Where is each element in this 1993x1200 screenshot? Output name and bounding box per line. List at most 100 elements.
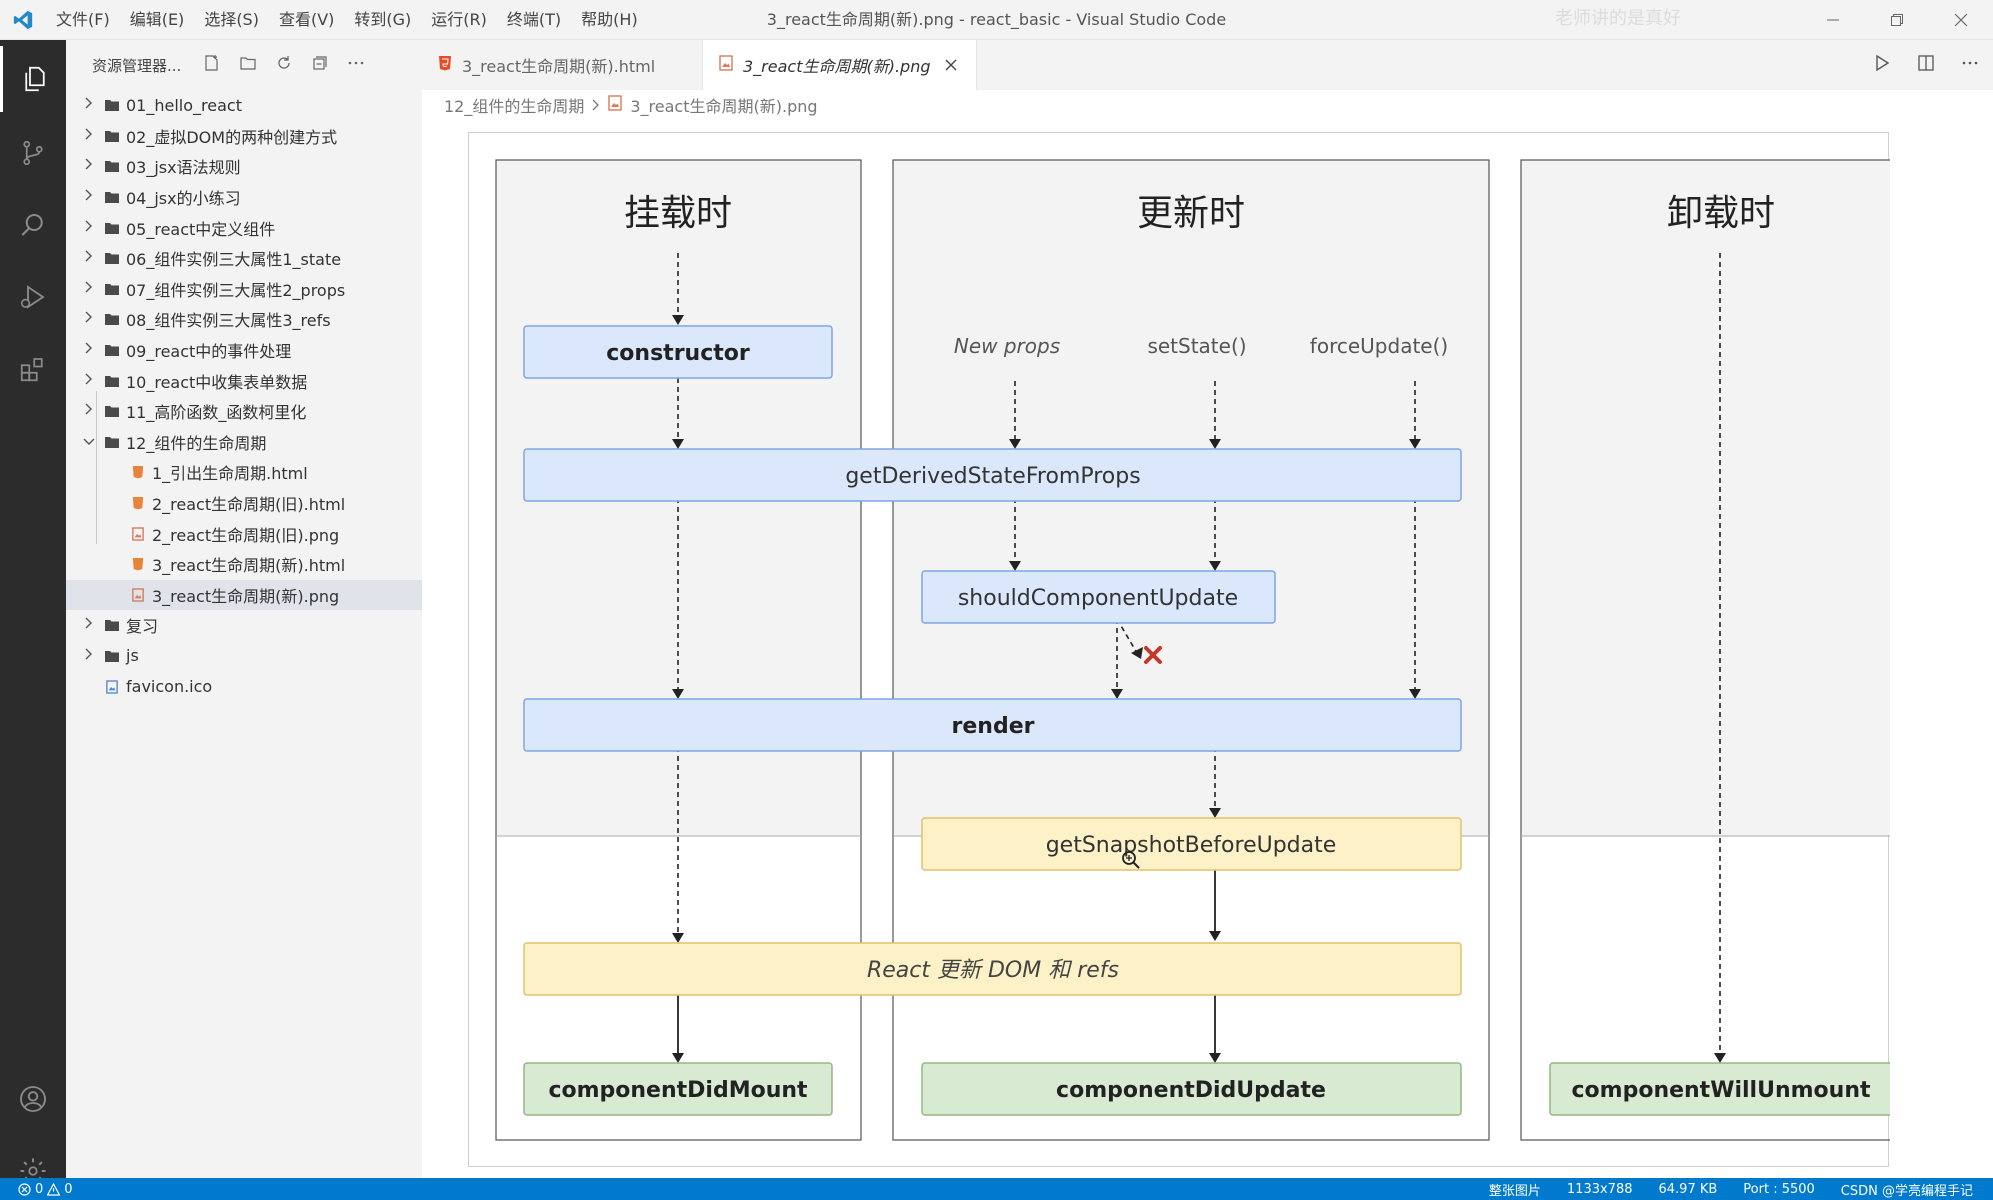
account-icon bbox=[20, 1086, 46, 1112]
image-size-status: 64.97 KB bbox=[1658, 1181, 1718, 1197]
unmount-column bbox=[1520, 159, 1890, 1141]
folder-icon bbox=[98, 618, 126, 632]
tree-folder[interactable]: 11_高阶函数_函数柯里化 bbox=[66, 396, 422, 427]
run-button[interactable] bbox=[1873, 54, 1891, 77]
search-activity-button[interactable] bbox=[0, 192, 66, 258]
tab-close-button[interactable] bbox=[945, 56, 957, 75]
node-scu-label: shouldComponentUpdate bbox=[958, 586, 1238, 611]
collapse-all-button[interactable] bbox=[311, 54, 329, 77]
ellipsis-icon bbox=[349, 61, 364, 64]
html-file-icon bbox=[124, 557, 152, 571]
accounts-activity-button[interactable] bbox=[0, 1066, 66, 1132]
tree-item-label: 11_高阶函数_函数柯里化 bbox=[126, 403, 307, 423]
activity-bar bbox=[0, 40, 66, 1184]
tree-folder[interactable]: 10_react中收集表单数据 bbox=[66, 365, 422, 396]
node-did-mount-label: componentDidMount bbox=[548, 1078, 808, 1103]
tab-png-file[interactable]: 3_react生命周期(新).png bbox=[703, 40, 977, 90]
node-component-did-update: componentDidUpdate bbox=[921, 1062, 1462, 1116]
tree-folder[interactable]: 06_组件实例三大属性1_state bbox=[66, 243, 422, 274]
close-window-button[interactable] bbox=[1929, 0, 1993, 40]
menu-selection[interactable]: 选择(S) bbox=[204, 9, 259, 29]
tree-folder[interactable]: 07_组件实例三大属性2_props bbox=[66, 274, 422, 305]
tree-item-label: 04_jsx的小练习 bbox=[126, 189, 241, 209]
split-editor-button[interactable] bbox=[1917, 54, 1935, 77]
menu-go[interactable]: 转到(G) bbox=[354, 9, 412, 29]
node-did-update-label: componentDidUpdate bbox=[1056, 1078, 1326, 1103]
minimize-button[interactable] bbox=[1801, 0, 1865, 40]
trigger-set-state: setState() bbox=[1147, 334, 1246, 358]
errors-indicator[interactable]: 0 0 bbox=[18, 1182, 73, 1197]
menu-file[interactable]: 文件(F) bbox=[56, 9, 110, 29]
tree-folder[interactable]: 02_虚拟DOM的两种创建方式 bbox=[66, 121, 422, 152]
tree-folder[interactable]: 01_hello_react bbox=[66, 90, 422, 121]
csdn-watermark: CSDN @学亮编程手记 bbox=[1840, 1183, 1973, 1199]
folder-icon bbox=[98, 190, 126, 204]
image-dimensions-status: 1133x788 bbox=[1566, 1181, 1633, 1197]
trigger-force-update: forceUpdate() bbox=[1310, 334, 1448, 358]
image-scale-status[interactable]: 整张图片 bbox=[1488, 1183, 1541, 1199]
source-control-activity-button[interactable] bbox=[0, 120, 66, 186]
extensions-activity-button[interactable] bbox=[0, 336, 66, 402]
tree-folder[interactable]: 05_react中定义组件 bbox=[66, 212, 422, 243]
menu-run[interactable]: 运行(R) bbox=[431, 9, 487, 29]
tree-folder[interactable]: 08_组件实例三大属性3_refs bbox=[66, 304, 422, 335]
chevron-right-icon bbox=[80, 311, 98, 327]
tree-folder[interactable]: js bbox=[66, 641, 422, 672]
tree-file[interactable]: 3_react生命周期(新).png bbox=[66, 579, 422, 611]
tab-html-file[interactable]: 3_react生命周期(新).html bbox=[422, 40, 703, 90]
arrow-heads bbox=[672, 315, 1726, 1063]
tree-file[interactable]: 3_react生命周期(新).html bbox=[66, 549, 422, 580]
menu-terminal[interactable]: 终端(T) bbox=[506, 9, 562, 29]
explorer-header: 资源管理器... bbox=[66, 40, 422, 90]
folder-icon bbox=[98, 251, 126, 265]
tree-file[interactable]: 1_引出生命周期.html bbox=[66, 457, 422, 488]
chevron-right-icon bbox=[80, 342, 98, 358]
refresh-button[interactable] bbox=[275, 54, 293, 77]
tree-folder[interactable]: 12_组件的生命周期 bbox=[66, 427, 422, 458]
chevron-right-icon bbox=[80, 403, 98, 419]
breadcrumb: 12_组件的生命周期 3_react生命周期(新).png bbox=[422, 90, 1993, 120]
node-gdsfp-label: getDerivedStateFromProps bbox=[845, 464, 1140, 489]
restore-icon bbox=[1891, 14, 1903, 26]
menu-edit[interactable]: 编辑(E) bbox=[129, 9, 185, 29]
tree-folder[interactable]: 09_react中的事件处理 bbox=[66, 335, 422, 366]
zoom-cursor-icon bbox=[1122, 851, 1140, 869]
new-folder-button[interactable] bbox=[239, 54, 257, 77]
image-file-icon bbox=[124, 588, 152, 602]
explorer-activity-button[interactable] bbox=[0, 46, 66, 112]
more-actions-button[interactable] bbox=[347, 54, 365, 77]
breadcrumb-folder[interactable]: 12_组件的生命周期 bbox=[444, 97, 585, 116]
image-preview[interactable]: 挂载时 更新时 卸载时 New props setState() forceUp… bbox=[468, 132, 1890, 1167]
tree-item-label: 07_组件实例三大属性2_props bbox=[126, 280, 346, 300]
tree-item-label: 3_react生命周期(新).html bbox=[152, 556, 346, 576]
chevron-down-icon bbox=[80, 434, 98, 450]
new-folder-icon bbox=[240, 56, 256, 70]
flow-arrows bbox=[677, 253, 1721, 1053]
breadcrumb-file[interactable]: 3_react生命周期(新).png bbox=[630, 97, 818, 116]
tree-item-label: 1_引出生命周期.html bbox=[152, 464, 308, 484]
tree-item-label: 09_react中的事件处理 bbox=[126, 342, 292, 362]
live-server-port-status[interactable]: Port : 5500 bbox=[1743, 1181, 1815, 1197]
tree-item-label: 01_hello_react bbox=[126, 95, 242, 115]
tree-folder[interactable]: 04_jsx的小练习 bbox=[66, 182, 422, 213]
vscode-logo-icon bbox=[0, 0, 46, 40]
tree-file[interactable]: 2_react生命周期(旧).png bbox=[66, 518, 422, 549]
editor-more-button[interactable] bbox=[1961, 54, 1979, 77]
update-heading: 更新时 bbox=[1137, 193, 1245, 234]
menu-view[interactable]: 查看(V) bbox=[278, 9, 335, 29]
tree-item-label: 06_组件实例三大属性1_state bbox=[126, 250, 342, 270]
tree-file[interactable]: 2_react生命周期(旧).html bbox=[66, 488, 422, 519]
new-file-button[interactable] bbox=[203, 54, 221, 77]
restore-button[interactable] bbox=[1865, 0, 1929, 40]
tree-folder[interactable]: 复习 bbox=[66, 610, 422, 641]
node-get-derived-state-from-props: getDerivedStateFromProps bbox=[523, 448, 1462, 502]
source-control-icon bbox=[23, 140, 43, 166]
tree-file[interactable]: favicon.ico bbox=[66, 671, 422, 702]
warning-icon bbox=[47, 1182, 61, 1196]
title-bar: 文件(F) 编辑(E) 选择(S) 查看(V) 转到(G) 运行(R) 终端(T… bbox=[0, 0, 1993, 40]
minimize-icon bbox=[1827, 19, 1839, 21]
run-debug-activity-button[interactable] bbox=[0, 264, 66, 330]
menu-help[interactable]: 帮助(H) bbox=[581, 9, 638, 29]
chevron-right-icon bbox=[592, 96, 600, 115]
tree-folder[interactable]: 03_jsx语法规则 bbox=[66, 151, 422, 182]
